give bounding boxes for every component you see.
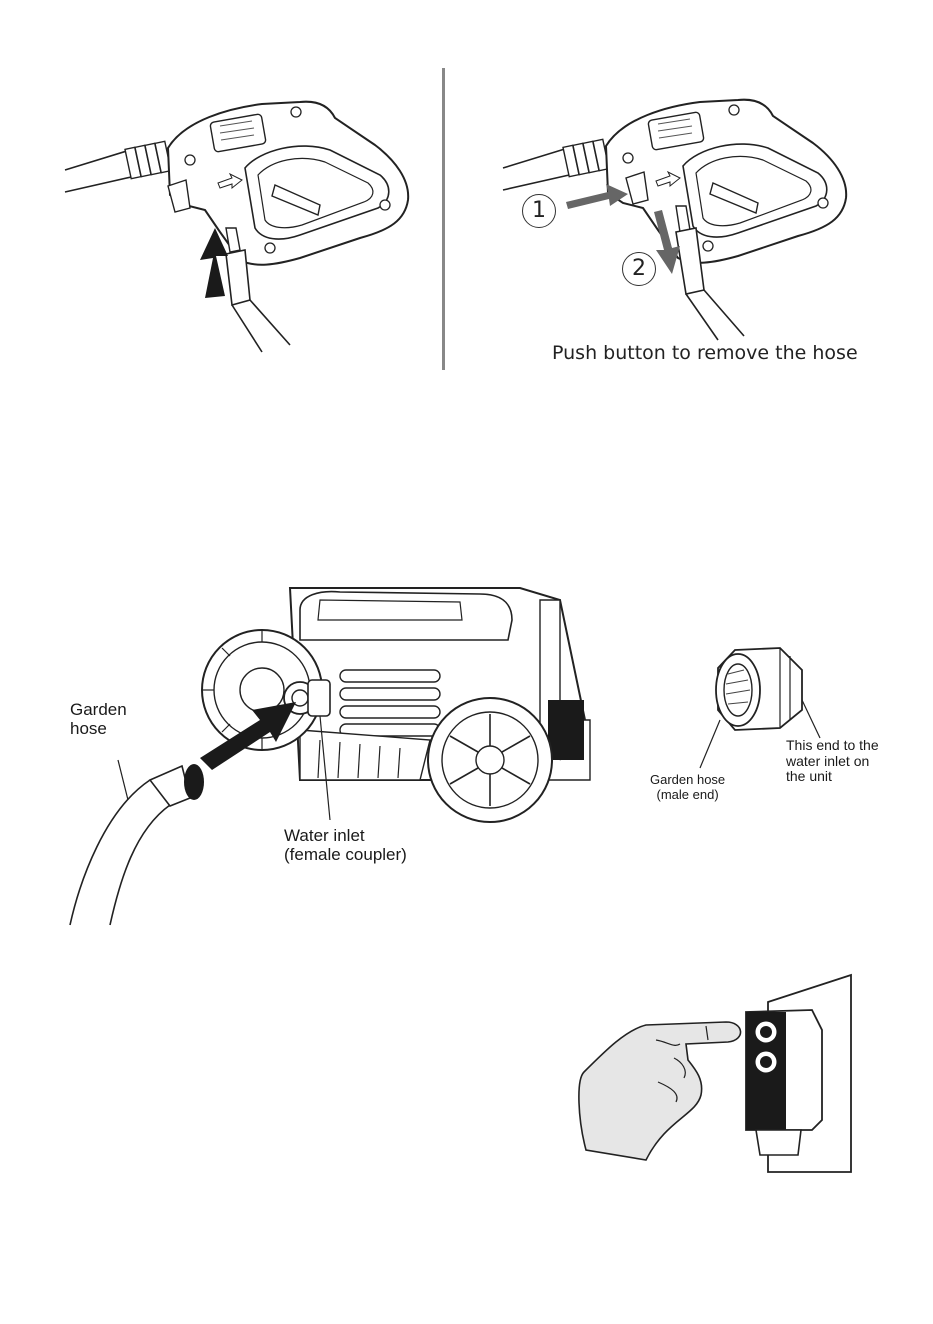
- remove-hose-caption: Push button to remove the hose: [552, 342, 858, 364]
- garden-hose-label: Garden hose: [70, 700, 127, 738]
- hand-button-illustration: [576, 970, 856, 1180]
- step-2-marker: 2: [622, 252, 656, 286]
- gun-remove-illustration: [448, 0, 933, 380]
- water-inlet-label: Water inlet (female coupler): [284, 826, 407, 864]
- step-1-marker: 1: [522, 194, 556, 228]
- water-inlet-illustration: [0, 580, 620, 940]
- coupler-unit-end-label: This end to the water inlet on the unit: [786, 738, 879, 785]
- coupler-male-end-label: Garden hose (male end): [650, 773, 725, 802]
- gun-insert-illustration: [0, 0, 440, 380]
- panel-divider: [442, 68, 445, 370]
